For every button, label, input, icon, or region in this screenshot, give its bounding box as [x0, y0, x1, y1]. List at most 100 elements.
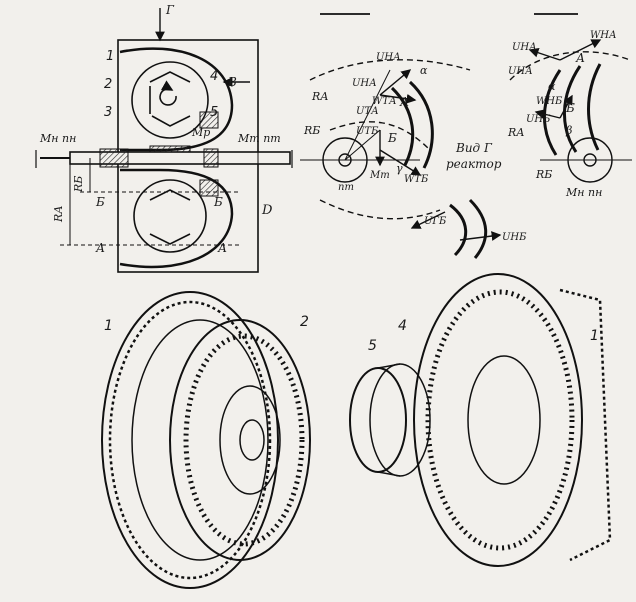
lower-pump-wheel — [119, 168, 234, 269]
label-r-point-b: Б — [565, 101, 575, 115]
ring-gear-teeth — [108, 300, 272, 580]
label-ex-5: 5 — [368, 338, 377, 354]
turbine-gear-rim — [559, 288, 612, 562]
reactor-blade-1 — [449, 203, 468, 257]
label-r-radius-a: RА — [507, 126, 525, 139]
exploded-left-labels: 1 2 — [104, 314, 309, 334]
velocity-labels: Вид Г реактор RА RБ А Б UНА UНА WТА UТА … — [303, 52, 527, 243]
outer-arc-a — [309, 59, 471, 81]
velocity-diagram-right — [509, 13, 632, 183]
pump-wheel-outer — [169, 319, 311, 561]
label-w-tb: WТБ — [404, 174, 429, 185]
turbine-blades — [425, 289, 575, 551]
label-r-alpha: α — [548, 80, 556, 93]
vec-w-hb — [559, 94, 573, 119]
label-r-beta: β — [565, 124, 572, 137]
pump-spline — [239, 419, 265, 461]
label-r-u-ha2: UНА — [508, 66, 533, 77]
label-r-point-a: А — [575, 51, 585, 65]
label-arrow-b: В — [227, 75, 237, 89]
label-section-a-left: А — [95, 241, 105, 255]
label-ex-2: 2 — [300, 314, 309, 330]
label-r-radius-b: RБ — [535, 168, 552, 181]
ring-gear-outer — [101, 291, 279, 589]
upper-flow-arrow — [159, 80, 177, 106]
label-section-b-right: Б — [213, 195, 223, 209]
label-view-g: Г — [165, 3, 175, 17]
upper-blade-low — [151, 115, 191, 127]
schematic-section — [35, 8, 293, 273]
hub-center — [149, 145, 191, 153]
label-section-b-left: Б — [95, 195, 105, 209]
hub-right — [203, 148, 219, 168]
label-n-t: пт — [338, 182, 354, 193]
vec-w-ha — [559, 39, 602, 61]
exploded-left — [101, 291, 311, 589]
vec-w-tb — [379, 149, 422, 176]
vec-u-ha-right — [528, 48, 561, 61]
schematic-labels: Г В 1 2 3 4 5 Б Б А А D RА RБ Мн пн Мт п… — [39, 3, 281, 255]
label-part-4: 4 — [210, 69, 218, 84]
label-r-torque: Мн пн — [565, 186, 602, 199]
label-w-ta: WТА — [372, 96, 397, 107]
turbine-blade-1 — [390, 86, 415, 166]
turbine-outer — [413, 273, 583, 567]
label-u-ha-top: UНА — [376, 52, 401, 63]
exploded-right — [349, 273, 612, 567]
pump-wheel-blades — [183, 333, 305, 547]
label-input-torque: Мн пн — [39, 132, 76, 145]
reactor-bottom-edge — [377, 471, 401, 477]
label-v-radius-b: RБ — [303, 124, 320, 137]
turbine-hub — [467, 355, 541, 485]
label-u-hb: UНБ — [502, 232, 527, 243]
turbine-blade-2 — [408, 80, 434, 169]
label-m-t: Мт — [369, 170, 390, 181]
pump-blade-3 — [587, 63, 602, 151]
label-point-a: А — [399, 95, 409, 109]
label-ex-1: 1 — [104, 318, 113, 334]
outer-arc-right — [509, 51, 631, 81]
label-point-b: Б — [387, 131, 397, 145]
reactor-arc — [319, 199, 441, 220]
label-part-2: 2 — [104, 77, 112, 92]
velocity-diagram — [300, 13, 502, 259]
label-part-5: 5 — [210, 105, 218, 120]
reactor-top-edge — [377, 363, 401, 369]
lower-blade — [149, 189, 191, 201]
label-gamma: γ — [396, 162, 403, 175]
label-reactor-caption: реактор — [446, 157, 502, 171]
hub-left — [99, 148, 129, 168]
label-view-caption: Вид Г — [455, 141, 493, 155]
velocity-right-labels: UНА WНА UНА WНБ UНБ А Б RА RБ α β Мн пн — [507, 30, 617, 199]
reactor-blade-2 — [468, 198, 488, 259]
label-section-a-right: А — [217, 241, 227, 255]
reactor-lower — [199, 179, 219, 197]
exploded-right-labels: 4 5 1 — [368, 318, 599, 354]
lower-blade-low — [149, 233, 191, 245]
label-dimension-d: D — [261, 203, 273, 218]
vec-u-hb — [459, 231, 502, 241]
radius-rb-line — [344, 129, 381, 161]
label-radius-a: RА — [52, 205, 65, 223]
radius-ra-line — [344, 69, 391, 161]
pump-hub — [219, 385, 281, 495]
pump-blade-2 — [563, 65, 582, 153]
label-radius-b: RБ — [72, 176, 85, 193]
upper-blade — [149, 71, 191, 83]
lower-torus — [133, 179, 207, 253]
label-u-ha: UНА — [352, 78, 377, 89]
label-output-torque: Мт пт — [237, 132, 281, 145]
label-r-u-hb: UНБ — [526, 114, 551, 125]
label-r-u-ha: UНА — [512, 42, 537, 53]
reactor-body — [369, 363, 431, 477]
vec-u-hb-right — [534, 109, 561, 119]
vec-u-ha — [379, 69, 412, 96]
label-u-tb: UТБ — [356, 126, 379, 137]
vec-u-rb — [410, 211, 446, 229]
label-alpha: α — [420, 64, 428, 77]
label-ex-4: 4 — [398, 318, 407, 334]
vec-w-ta — [379, 93, 417, 104]
label-reactor-torque: Мр — [191, 126, 210, 139]
label-r-w-hb: WНБ — [536, 96, 563, 107]
